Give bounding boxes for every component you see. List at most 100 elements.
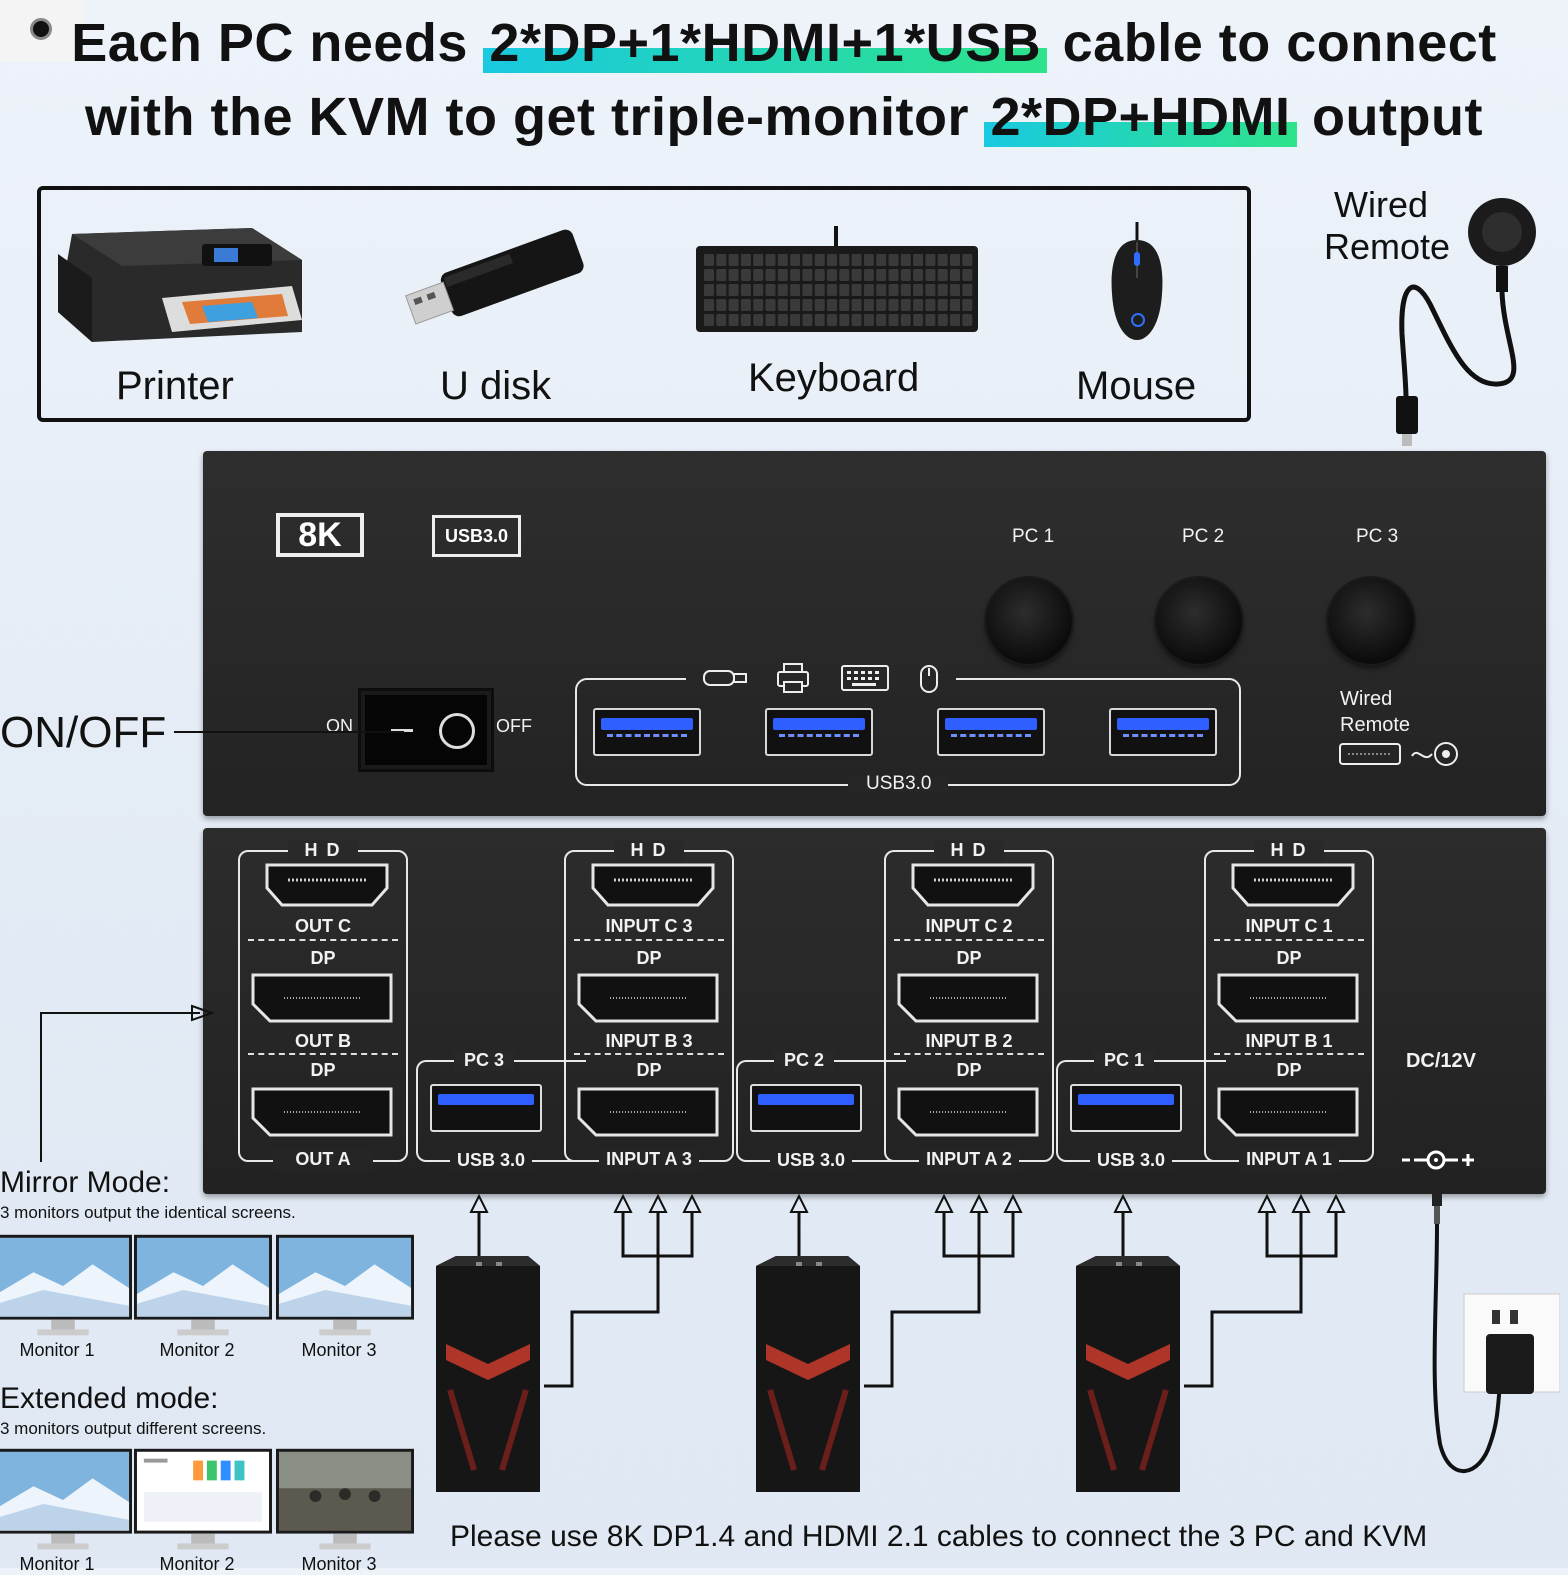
pc2-video-arrow-1 bbox=[934, 1193, 954, 1213]
printer-small-icon bbox=[777, 663, 809, 693]
pc2-input-group-b-label: INPUT B 2 bbox=[925, 1031, 1013, 1051]
pc3-usb-port[interactable] bbox=[430, 1084, 542, 1132]
pc2-input-group-dp-port-1[interactable] bbox=[896, 972, 1040, 1024]
device-label-u-disk: U disk bbox=[440, 364, 552, 408]
output-group-dp-port-2[interactable] bbox=[250, 1086, 394, 1138]
pc1-input-group-hdmi-port[interactable] bbox=[1230, 862, 1356, 908]
extended-mode-monitor-2-icon bbox=[134, 1448, 272, 1550]
pc1-switch-button[interactable] bbox=[986, 578, 1072, 664]
pc2-input-group-divider-1 bbox=[894, 939, 1044, 941]
pc3-tower-icon bbox=[436, 1256, 540, 1492]
pc3-switch-button[interactable] bbox=[1328, 578, 1414, 664]
pc1-usb-port[interactable] bbox=[1070, 1084, 1182, 1132]
extended-mode-title: Extended mode: bbox=[0, 1382, 219, 1415]
headline-line-2: with the KVM to get triple-monitor 2*DP+… bbox=[0, 86, 1568, 148]
power-adapter-icon bbox=[1432, 1184, 1560, 1474]
mirror-mode-monitor-2-icon bbox=[134, 1234, 272, 1336]
device-label-printer: Printer bbox=[116, 364, 234, 408]
headline-line-1-pre: Each PC needs bbox=[71, 13, 484, 73]
pc3-video-cable-drop bbox=[544, 1256, 660, 1388]
pc3-input-group-dp2-label: DP bbox=[636, 1060, 662, 1080]
power-jack[interactable] bbox=[0, 0, 84, 62]
pc3-input-group-dp-port-2[interactable] bbox=[576, 1086, 720, 1138]
pc2-video-arrow-2 bbox=[969, 1193, 989, 1213]
pc3-input-group-dp-port-1[interactable] bbox=[576, 972, 720, 1024]
pc1-input-group-b-label: INPUT B 1 bbox=[1245, 1031, 1333, 1051]
power-jack-hole bbox=[30, 18, 52, 40]
badge-usb3: USB3.0 bbox=[432, 515, 521, 557]
onoff-callout-label: ON/OFF bbox=[0, 708, 167, 757]
pc2-input-group-a-label: INPUT A 2 bbox=[919, 1149, 1019, 1170]
front-usb-port-4[interactable] bbox=[1109, 708, 1217, 756]
mouse-small-icon bbox=[920, 665, 938, 693]
power-rocker-switch[interactable] bbox=[358, 688, 494, 772]
pc2-input-group-dp2-label: DP bbox=[956, 1060, 982, 1080]
pc2-input-group-hdmi-port[interactable] bbox=[910, 862, 1036, 908]
output-group-b-label: OUT B bbox=[295, 1031, 351, 1051]
front-usb-port-2[interactable] bbox=[765, 708, 873, 756]
pc1-input-group-c-label: INPUT C 1 bbox=[1245, 916, 1333, 936]
extended-mode-monitor-1-icon bbox=[0, 1448, 132, 1550]
pc1-input-group-a-label: INPUT A 1 bbox=[1239, 1149, 1339, 1170]
extended-mode-monitor-1-label: Monitor 1 bbox=[19, 1554, 95, 1574]
pc3-video-arrow-2 bbox=[648, 1193, 668, 1213]
pc2-switch-button[interactable] bbox=[1156, 578, 1242, 664]
pc3-input-group-dp1-label: DP bbox=[636, 948, 662, 968]
front-usb-port-1[interactable] bbox=[593, 708, 701, 756]
mirror-mode-monitor-3-icon bbox=[276, 1234, 414, 1336]
pc2-video-cable-drop bbox=[864, 1256, 981, 1388]
usb-drive-small-icon bbox=[703, 670, 747, 686]
device-label-mouse: Mouse bbox=[1076, 364, 1197, 408]
mirror-mode-monitor-3-label: Monitor 3 bbox=[301, 1340, 377, 1360]
usb-port-tongue bbox=[438, 1094, 534, 1105]
polarity-icon bbox=[1402, 1150, 1474, 1170]
output-group-divider-1 bbox=[248, 939, 398, 941]
pc3-input-group-hdmi-port[interactable] bbox=[590, 862, 716, 908]
switch-off-label: OFF bbox=[496, 716, 532, 736]
headline-line-1: Each PC needs 2*DP+1*HDMI+1*USB cable to… bbox=[0, 12, 1568, 74]
pc2-input-group-dp1-label: DP bbox=[956, 948, 982, 968]
output-callout-line-horizontal bbox=[40, 1012, 200, 1014]
badge-8k: 8K bbox=[276, 513, 364, 557]
front-usb-port-3[interactable] bbox=[937, 708, 1045, 756]
output-group-dp-port-1[interactable] bbox=[250, 972, 394, 1024]
pc1-input-group-divider-2 bbox=[1214, 1053, 1364, 1055]
pc2-button-label: PC 2 bbox=[1182, 526, 1225, 547]
footer-note: Please use 8K DP1.4 and HDMI 2.1 cables … bbox=[450, 1520, 1428, 1553]
pc2-input-group-divider-2 bbox=[894, 1053, 1044, 1055]
pc1-usb-label: USB 3.0 bbox=[1090, 1150, 1172, 1171]
pc3-input-group-a-label: INPUT A 3 bbox=[599, 1149, 699, 1170]
remote-port-icon[interactable] bbox=[1338, 738, 1462, 770]
pc1-input-group-dp1-label: DP bbox=[1276, 948, 1302, 968]
printer-icon bbox=[58, 228, 302, 342]
pc2-input-group-hd-label: H D bbox=[934, 840, 1004, 861]
device-label-keyboard: Keyboard bbox=[748, 356, 920, 400]
pc2-usb-port[interactable] bbox=[750, 1084, 862, 1132]
wired-remote-label-line2: Remote bbox=[1324, 226, 1451, 267]
pc1-input-group-dp-port-2[interactable] bbox=[1216, 1086, 1360, 1138]
power-label: DC/12V bbox=[1405, 1050, 1477, 1072]
pc3-input-group-c-label: INPUT C 3 bbox=[605, 916, 693, 936]
mouse-icon bbox=[1111, 222, 1163, 340]
output-group-hdmi-port[interactable] bbox=[264, 862, 390, 908]
usb-port-tongue bbox=[1078, 1094, 1174, 1105]
pc3-input-group-hd-label: H D bbox=[614, 840, 684, 861]
usb-hub-label-gap bbox=[848, 776, 948, 792]
pc1-tower-icon bbox=[1076, 1256, 1180, 1492]
pc1-input-group-hd-label: H D bbox=[1254, 840, 1324, 861]
pc1-video-arrow-1 bbox=[1257, 1193, 1277, 1213]
pc1-input-group-dp-port-1[interactable] bbox=[1216, 972, 1360, 1024]
pc3-input-group-divider-1 bbox=[574, 939, 724, 941]
pc2-usb-arrow bbox=[789, 1193, 809, 1213]
pc3-video-arrow-1 bbox=[613, 1193, 633, 1213]
pc1-button-label: PC 1 bbox=[1012, 526, 1055, 547]
pc2-video-arrow-3 bbox=[1003, 1193, 1023, 1213]
extended-mode-description: 3 monitors output different screens. bbox=[0, 1419, 267, 1438]
pc2-tower-icon bbox=[756, 1256, 860, 1492]
pc2-input-group-c-label: INPUT C 2 bbox=[925, 916, 1013, 936]
pc3-input-group-b-label: INPUT B 3 bbox=[605, 1031, 693, 1051]
pc2-input-group-dp-port-2[interactable] bbox=[896, 1086, 1040, 1138]
switch-off-mark bbox=[439, 713, 475, 749]
usb-hub-label: USB3.0 bbox=[866, 773, 932, 794]
output-group-dp1-label: DP bbox=[310, 948, 336, 968]
